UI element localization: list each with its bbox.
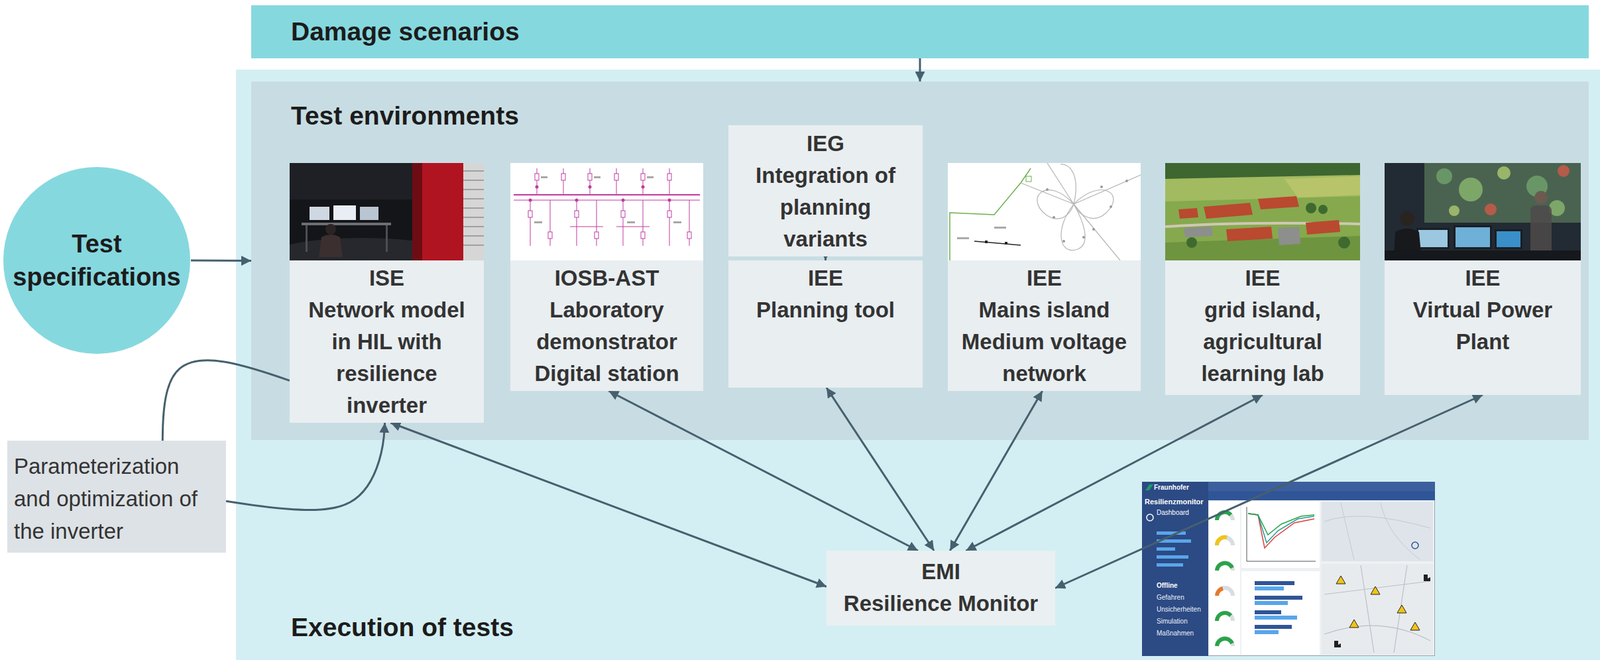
screen-label: Unsicherheiten xyxy=(1156,605,1201,614)
environment-text: Virtual Power Plant xyxy=(1391,294,1575,358)
band-heading: Damage scenarios xyxy=(290,5,1589,59)
environment-box: ISENetwork model in HIL with resilience … xyxy=(289,260,484,423)
screen-label: Fraunhofer xyxy=(1153,483,1190,492)
connector-arrow xyxy=(190,259,252,263)
planning-variants-box: IEGIntegration of planning variants xyxy=(728,125,923,257)
panel-fill xyxy=(251,81,1589,441)
environment-text: Integration of planning variants xyxy=(735,159,916,256)
network-plan xyxy=(947,163,1141,261)
label-anchor: Resilienzmonitor xyxy=(1144,497,1204,507)
environment-text: grid island, agricultural learning lab xyxy=(1171,294,1354,390)
control-room-photo xyxy=(1384,163,1581,261)
screen-label: Gefahren xyxy=(1156,593,1185,602)
label-anchor: Unsicherheiten xyxy=(1156,605,1201,614)
spec-circle: Test specifications xyxy=(2,166,191,355)
institute-name: IEE xyxy=(735,262,916,295)
circle-shape xyxy=(2,166,191,355)
region-heading: Execution of tests xyxy=(290,611,514,644)
note-box: Parameterization and optimization of the… xyxy=(7,440,227,553)
screen-label: Resilienzmonitor xyxy=(1144,497,1204,507)
header-band: Damage scenarios xyxy=(251,5,1589,59)
execution-region: Execution of tests Test environmentsISENe… xyxy=(235,69,1600,660)
panel-fill xyxy=(235,69,1600,660)
screen-label: Maßnahmen xyxy=(1156,629,1194,638)
connector-arrow xyxy=(226,422,386,511)
schematic-figure xyxy=(510,163,704,261)
label-anchor: Offline xyxy=(1156,581,1178,590)
screen-label: Dashboard xyxy=(1156,509,1190,517)
environment-box: IEEgrid island, agricultural learning la… xyxy=(1165,260,1361,396)
institute-name: IEG xyxy=(735,127,916,160)
institute-name: IOSB-AST xyxy=(516,262,697,295)
connector-arrow xyxy=(162,360,290,441)
institute-name: IEE xyxy=(954,262,1135,295)
screen-label: Offline xyxy=(1156,581,1178,590)
environment-box: IEEPlanning tool xyxy=(728,260,923,388)
institute-name: EMI xyxy=(833,556,1049,588)
institute-name: IEE xyxy=(1171,262,1354,295)
connector-arrow xyxy=(608,391,918,551)
label-anchor: Simulation xyxy=(1156,617,1188,626)
monitor-box: EMIResilience Monitor xyxy=(826,550,1056,626)
connector-arrow xyxy=(826,387,934,551)
circle-label: Test specifications xyxy=(6,227,187,294)
connector-arrow xyxy=(949,391,1042,551)
environment-text: Network model in HIL with resilience inv… xyxy=(296,294,478,422)
connector-arrow xyxy=(965,395,1263,551)
screen-label: Simulation xyxy=(1156,617,1188,626)
test-panel: Test environmentsISENetwork model in HIL… xyxy=(251,81,1589,441)
environment-text: Mains island Medium voltage network xyxy=(954,294,1135,390)
label-anchor: Maßnahmen xyxy=(1156,629,1194,638)
label-anchor: Dashboard xyxy=(1156,509,1190,517)
environment-box: IEEVirtual Power Plant xyxy=(1384,260,1581,396)
environment-text: Laboratory demonstrator Digital station xyxy=(516,294,697,390)
circle-outline xyxy=(3,167,191,354)
dashboard-screenshot xyxy=(1142,481,1435,657)
environment-box: IOSB-ASTLaboratory demonstrator Digital … xyxy=(510,260,704,392)
institute-name: IEE xyxy=(1391,262,1575,295)
label-anchor: Fraunhofer xyxy=(1153,483,1190,492)
institute-name: ISE xyxy=(296,262,478,295)
environment-box: IEEMains island Medium voltage network xyxy=(947,260,1141,392)
lab-photo xyxy=(276,163,484,268)
connector-arrow xyxy=(1055,395,1483,589)
panel-fills xyxy=(235,69,1600,660)
connector-arrow xyxy=(919,58,922,82)
note-text: Parameterization and optimization of the… xyxy=(13,450,217,548)
monitor-text: Resilience Monitor xyxy=(833,587,1049,620)
label-anchor: Gefahren xyxy=(1156,593,1185,602)
panel-heading: Test environments xyxy=(290,100,519,132)
environment-text: Planning tool xyxy=(735,294,916,327)
connector-arrow xyxy=(390,422,827,587)
aerial-photo xyxy=(1165,163,1361,261)
